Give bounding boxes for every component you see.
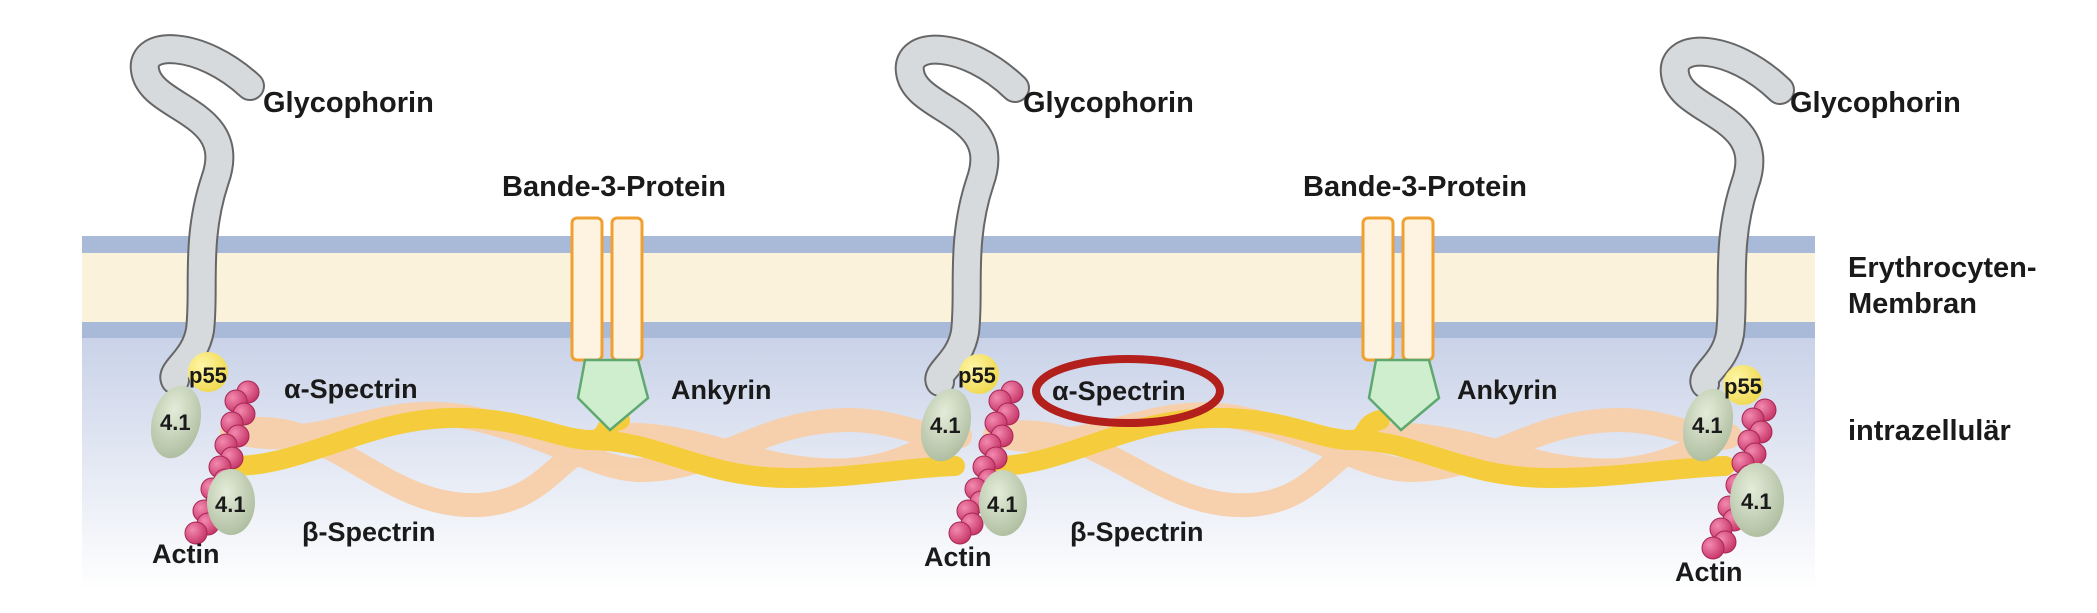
label-band41-right-lower: 4.1 bbox=[1741, 489, 1772, 514]
label-beta-spectrin-middle: β-Spectrin bbox=[1070, 517, 1204, 547]
label-membrane-line2: Membran bbox=[1848, 288, 1977, 320]
label-p55-right: p55 bbox=[1724, 374, 1762, 399]
label-p55-left: p55 bbox=[189, 363, 227, 388]
label-glycophorin-middle: Glycophorin bbox=[1023, 87, 1194, 119]
label-ankyrin-left: Ankyrin bbox=[671, 375, 772, 405]
p55-right bbox=[1723, 365, 1763, 405]
label-alpha-spectrin-left: α-Spectrin bbox=[284, 374, 418, 404]
label-band41-left-upper: 4.1 bbox=[160, 410, 191, 435]
label-actin-right: Actin bbox=[1675, 557, 1743, 587]
label-actin-middle: Actin bbox=[924, 542, 992, 572]
band41-left-lower bbox=[207, 469, 255, 535]
label-band41-left-lower: 4.1 bbox=[215, 492, 246, 517]
label-glycophorin-right: Glycophorin bbox=[1790, 87, 1961, 119]
p55-left bbox=[188, 352, 228, 392]
alpha-spectrin-highlight-ring bbox=[1032, 355, 1224, 427]
label-membrane-line1: Erythrocyten- bbox=[1848, 252, 2037, 284]
p55-middle bbox=[959, 354, 999, 394]
band41-left-upper bbox=[150, 385, 202, 459]
label-band41-right-upper: 4.1 bbox=[1692, 413, 1723, 438]
glycophorin-left-fill bbox=[131, 36, 263, 393]
label-actin-left: Actin bbox=[152, 539, 220, 569]
glycophorin-right-fill bbox=[1661, 38, 1793, 397]
band41-middle-upper bbox=[920, 388, 972, 462]
label-bande3-left: Bande-3-Protein bbox=[502, 171, 726, 203]
ankyrin-left bbox=[576, 358, 650, 432]
label-band41-middle-upper: 4.1 bbox=[930, 413, 961, 438]
band41-right-upper bbox=[1682, 388, 1734, 462]
label-intracellular: intrazellulär bbox=[1848, 415, 2011, 447]
label-beta-spectrin-left: β-Spectrin bbox=[302, 517, 436, 547]
label-p55-middle: p55 bbox=[958, 363, 996, 388]
label-ankyrin-right: Ankyrin bbox=[1457, 375, 1558, 405]
label-band41-middle-lower: 4.1 bbox=[987, 492, 1018, 517]
label-bande3-right: Bande-3-Protein bbox=[1303, 171, 1527, 203]
glycophorin-middle-fill bbox=[896, 36, 1028, 395]
label-alpha-spectrin-middle: α-Spectrin bbox=[1052, 376, 1186, 406]
erythrocyte-membrane bbox=[82, 236, 1815, 338]
ankyrin-right bbox=[1367, 358, 1441, 432]
band41-middle-lower bbox=[979, 470, 1027, 536]
band41-right-lower bbox=[1730, 463, 1784, 537]
label-glycophorin-left: Glycophorin bbox=[263, 87, 434, 119]
